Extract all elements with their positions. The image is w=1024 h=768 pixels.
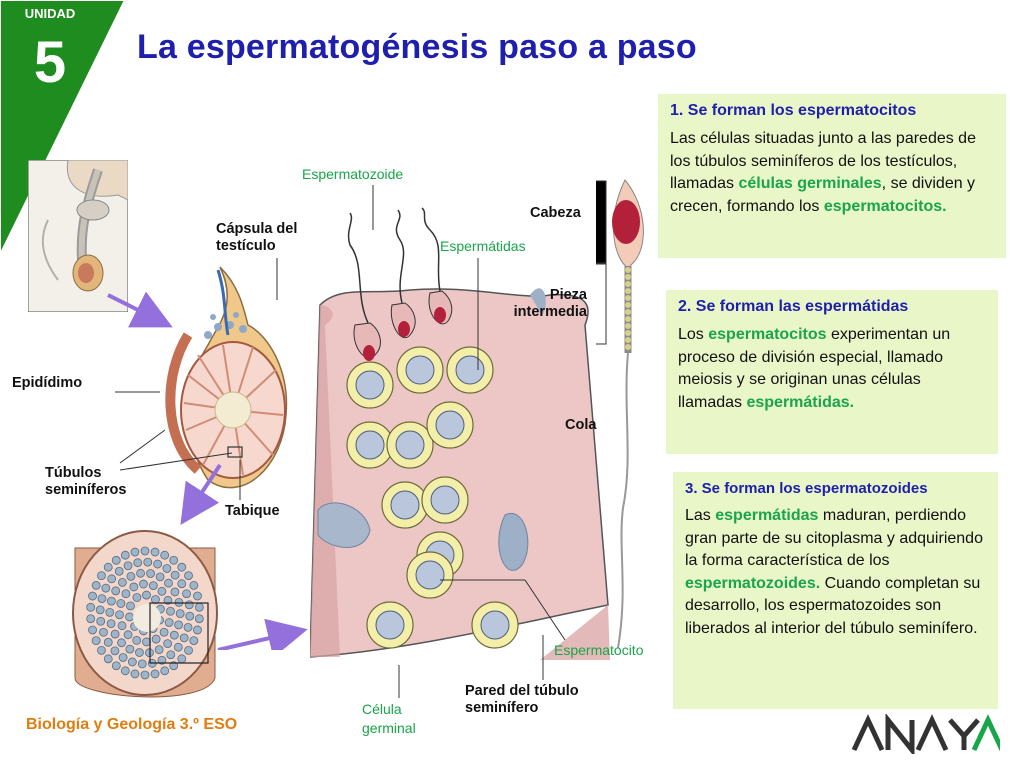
cell-nucleus [395,430,425,460]
step-1-text-a: Las células situadas junto a las paredes… [670,130,976,192]
arrows-layer [107,291,308,650]
reproductive-system-inset [28,160,128,312]
label-espermatocito: Espermatocito [554,642,644,658]
label-tubulos: Túbulos seminíferos [45,465,127,498]
footer-course: Biología y Geología 3.º ESO [26,716,238,733]
label-pieza: Pieza intermedia [513,287,587,320]
tubule-wall-diagram [310,207,610,660]
tubule-cross-section [72,530,218,698]
cell-nucleus [480,610,510,640]
step-3-heading: 3. Se forman los espermatozoides [685,480,928,497]
step-3-highlight-b: espermatozoides. [685,574,821,592]
label-tabique: Tabique [225,503,280,519]
cell-nucleus [415,560,445,590]
cell-nucleus [390,490,420,520]
step-3-text-c: Cuando completan su desarrollo, los espe… [685,574,981,637]
step-3-text-a: Las [685,507,716,524]
step-2-text-a: Los [678,326,709,343]
step-2-text-b: experimentan un proceso de división espe… [678,326,951,411]
step-2-box: 2. Se forman las espermátidas Los esperm… [666,290,998,454]
cell-nucleus [430,485,460,515]
unit-number: 5 [33,30,67,95]
cell-nucleus [375,610,405,640]
label-espermatidas: Espermátidas [440,238,526,254]
step-1-highlight-a: células germinales [738,175,882,192]
step-2-highlight-a: espermatocitos [708,326,827,343]
step-1-text: Las células situadas junto a las paredes… [670,128,994,218]
label-capsula: Cápsula del testículo [216,221,298,254]
step-3-text: Las espermátidas maduran, perdiendo gran… [685,505,986,640]
step-1-heading: 1. Se forman los espermatocitos [670,102,917,119]
label-epididimo: Epidídimo [12,375,83,391]
cell-nucleus [355,430,385,460]
step-3-box: 3. Se forman los espermatozoides Las esp… [673,472,998,709]
cell-nucleus [435,410,465,440]
testicle-diagram [165,266,288,489]
step-2-highlight-b: espermátidas. [746,393,855,411]
step-3-highlight-a: espermátidas [715,507,819,524]
unit-label: UNIDAD [24,6,76,21]
label-celula: Célula germinal [362,701,416,736]
cell-nucleus [455,355,485,385]
step-3-text-b: maduran, perdiendo gran parte de su cito… [685,507,983,569]
anaya-logo [850,712,1005,759]
label-espermatozoide: Espermatozoide [302,166,404,182]
step-2-text: Los espermatocitos experimentan un proce… [678,324,986,414]
step-1-highlight-b: espermatocitos. [823,197,947,215]
label-cabeza: Cabeza [530,205,581,221]
label-cola: Cola [565,417,597,433]
sperm-diagram [596,179,644,649]
step-1-text-b: , se dividen y crecen, formando los [670,175,976,215]
cell-nucleus [405,355,435,385]
step-2-heading: 2. Se forman las espermátidas [678,298,909,315]
step-1-box: 1. Se forman los espermatocitos Las célu… [658,94,1006,258]
label-pared: Pared del túbulo seminífero [465,683,579,716]
page-title: La espermatogénesis paso a paso [137,28,697,66]
cell-nucleus [355,370,385,400]
